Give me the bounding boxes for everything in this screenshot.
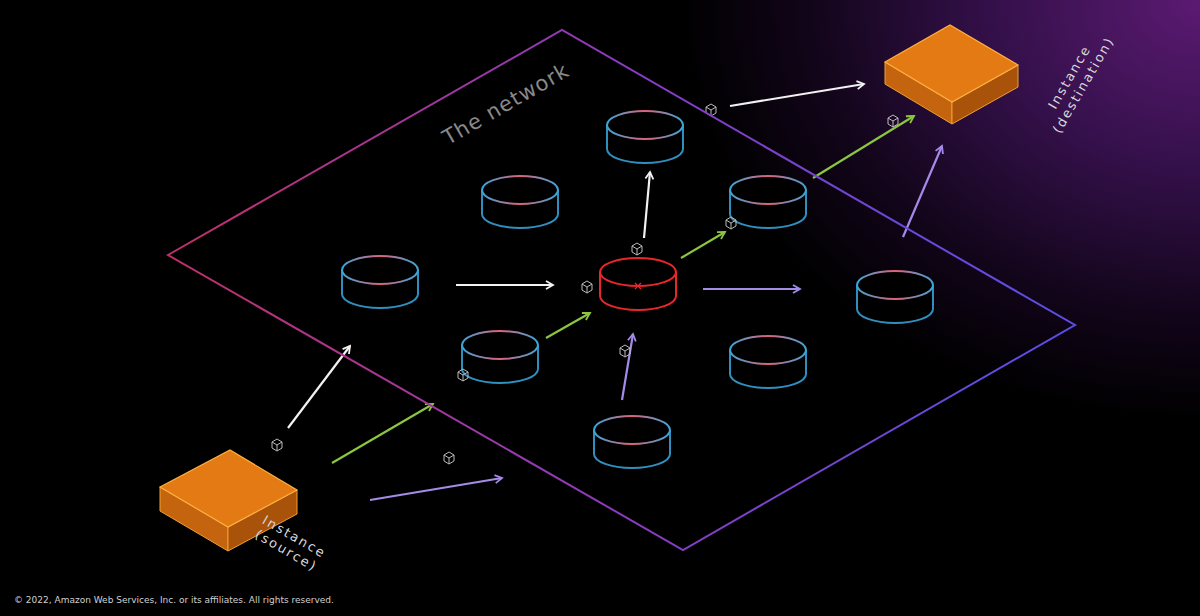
instance-box: Instance (source) <box>150 440 360 590</box>
packet-icon <box>888 115 898 127</box>
region-label: The network <box>438 44 597 150</box>
router-cylinder <box>600 258 676 310</box>
copyright-note: © 2022, Amazon Web Services, Inc. or its… <box>14 595 334 605</box>
packet-icon <box>272 439 282 451</box>
router-cylinder <box>482 176 558 228</box>
instance-label: Instance (destination) <box>1033 21 1121 141</box>
router-cylinder <box>607 111 683 163</box>
router-cylinder <box>594 416 670 468</box>
instance-box: Instance (destination) <box>875 15 1115 150</box>
router-cylinder <box>857 271 933 323</box>
router-cylinder <box>462 331 538 383</box>
packet-icon <box>726 217 736 229</box>
fail-mark <box>635 283 641 289</box>
packet-icon <box>632 243 642 255</box>
router-cylinder <box>730 176 806 228</box>
router-cylinder <box>730 336 806 388</box>
router-cylinder <box>342 256 418 308</box>
packet-icon <box>458 369 468 381</box>
instance-cube <box>150 440 360 590</box>
packet-icon <box>444 452 454 464</box>
packet-icon <box>620 345 630 357</box>
packet-icon <box>582 281 592 293</box>
